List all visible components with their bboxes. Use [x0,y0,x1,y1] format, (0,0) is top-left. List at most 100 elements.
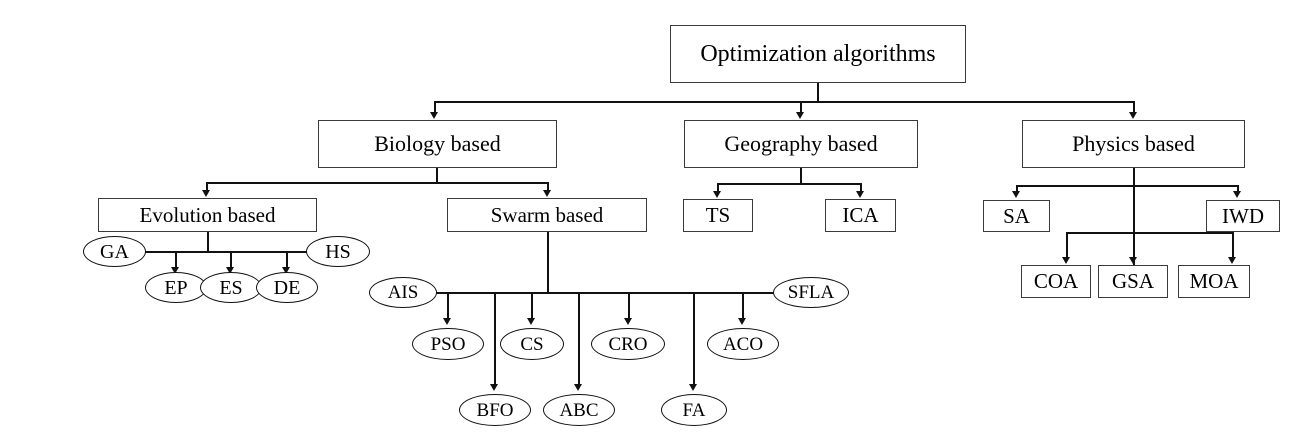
edge-geography-bus [717,183,861,185]
arrowhead-sa [1012,191,1020,198]
edge-geography-drop-ts [717,183,719,192]
node-label: Physics based [1072,131,1195,156]
arrowhead-biology [430,112,438,119]
node-label: Biology based [374,131,501,156]
arrowhead-bfo [490,384,498,391]
edge-swarm-drop-abc [578,292,580,385]
edge-geography-drop-ica [860,183,862,192]
edge-physics-drop-iwd [1237,185,1239,192]
edge-biology-bus [206,182,548,184]
arrowhead-ica [856,191,864,198]
node-label: MOA [1189,269,1239,293]
edge-swarm-drop-fa [693,292,695,385]
node-moa[interactable]: MOA [1178,265,1250,298]
node-evolution-based[interactable]: Evolution based [98,198,317,232]
edge-evolution-stem [207,232,209,252]
node-label: PSO [430,333,466,355]
node-label: GA [100,240,129,263]
arrowhead-pso [443,318,451,325]
node-pso[interactable]: PSO [412,328,484,360]
node-label: EP [164,276,188,299]
node-physics-based[interactable]: Physics based [1022,120,1245,168]
node-ga[interactable]: GA [83,236,146,267]
edge-swarm-drop-pso [447,292,449,319]
node-label: TS [705,203,731,227]
edge-evolution-bus [142,251,316,253]
arrowhead-moa [1228,257,1236,264]
edge-physics-bus-top [1016,185,1238,187]
node-label: FA [682,399,706,421]
node-swarm-based[interactable]: Swarm based [447,198,647,232]
arrowhead-swarm [543,190,551,197]
node-aco[interactable]: ACO [707,328,779,360]
node-label: COA [1033,269,1079,293]
node-label: DE [273,276,301,299]
edge-geography-stem [800,168,802,184]
node-label: Evolution based [139,202,276,227]
node-biology-based[interactable]: Biology based [318,120,557,168]
node-bfo[interactable]: BFO [459,394,531,426]
node-cs[interactable]: CS [500,328,564,360]
node-label: Swarm based [490,202,604,227]
node-coa[interactable]: COA [1021,265,1091,298]
edge-bus-drop-physics [1133,101,1135,113]
edge-evolution-drop-de [286,251,288,268]
arrowhead-cs [527,318,535,325]
arrowhead-es [226,267,234,274]
edge-swarm-stem [547,232,549,293]
edge-physics-drop-coa [1066,232,1068,258]
node-label: ABC [559,399,599,421]
arrowhead-de [282,267,290,274]
arrowhead-coa [1062,257,1070,264]
arrowhead-abc [574,384,582,391]
node-ais[interactable]: AIS [369,277,437,308]
node-label: ICA [842,203,879,227]
node-label: Optimization algorithms [700,41,936,67]
edge-swarm-drop-cs [531,292,533,319]
node-label: AIS [387,282,419,303]
node-abc[interactable]: ABC [543,394,615,426]
node-label: BFO [476,399,514,421]
node-cro[interactable]: CRO [591,328,665,360]
edge-bus-drop-geography [800,101,802,113]
arrowhead-fa [689,384,697,391]
edge-swarm-bus [432,292,784,294]
node-optimization-algorithms[interactable]: Optimization algorithms [670,25,966,83]
edge-root-bus [434,101,1134,103]
node-sa[interactable]: SA [983,200,1050,232]
node-label: IWD [1222,203,1264,228]
node-label: GSA [1111,269,1154,293]
node-ica[interactable]: ICA [825,199,896,232]
node-sfla[interactable]: SFLA [773,277,849,308]
node-ts[interactable]: TS [683,199,753,232]
edge-physics-drop-moa [1232,232,1234,258]
edge-root-stem [817,83,819,102]
node-label: SFLA [787,282,835,303]
node-label: ACO [722,333,764,355]
node-label: ES [219,276,243,299]
arrowhead-geography [796,112,804,119]
arrowhead-ts [713,191,721,198]
edge-evolution-drop-ep [175,251,177,268]
node-de[interactable]: DE [256,272,318,303]
node-es[interactable]: ES [200,272,262,303]
node-fa[interactable]: FA [661,394,727,426]
edge-physics-stem [1133,168,1135,268]
node-hs[interactable]: HS [306,236,370,267]
arrowhead-iwd [1233,191,1241,198]
edge-swarm-drop-cro [628,292,630,319]
arrowhead-physics [1129,112,1137,119]
node-label: SA [1003,203,1030,228]
node-ep[interactable]: EP [145,272,207,303]
edge-physics-bus-bottom [1066,232,1232,234]
edge-physics-drop-sa [1016,185,1018,192]
node-geography-based[interactable]: Geography based [684,120,918,168]
node-gsa[interactable]: GSA [1098,265,1168,298]
node-label: Geography based [724,131,878,156]
arrowhead-cro [624,318,632,325]
node-iwd[interactable]: IWD [1206,200,1280,232]
edge-bus-drop-biology [434,101,436,113]
edge-biology-drop-evolution [206,182,208,191]
arrowhead-evolution [202,190,210,197]
